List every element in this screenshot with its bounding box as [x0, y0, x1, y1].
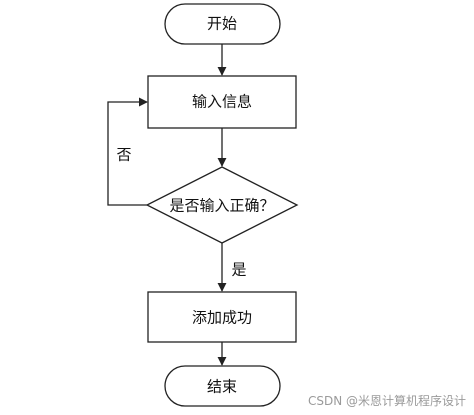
end-node: 结束: [164, 365, 281, 407]
edge-yes-label: 是: [231, 261, 246, 279]
watermark-text: CSDN @米恩计算机程序设计: [307, 394, 466, 408]
decision-label: 是否输入正确？: [169, 197, 274, 215]
edge-no-label: 否: [116, 146, 131, 164]
input-label: 输入信息: [192, 93, 252, 111]
end-label: 结束: [207, 378, 237, 396]
start-node: 开始: [164, 3, 281, 45]
start-label: 开始: [207, 15, 237, 33]
add-success-label: 添加成功: [192, 309, 252, 327]
edge-decision-no-loop: [107, 97, 148, 206]
add-success-node: 添加成功: [147, 291, 297, 343]
input-node: 输入信息: [147, 75, 297, 129]
decision-node: 是否输入正确？: [145, 166, 299, 244]
